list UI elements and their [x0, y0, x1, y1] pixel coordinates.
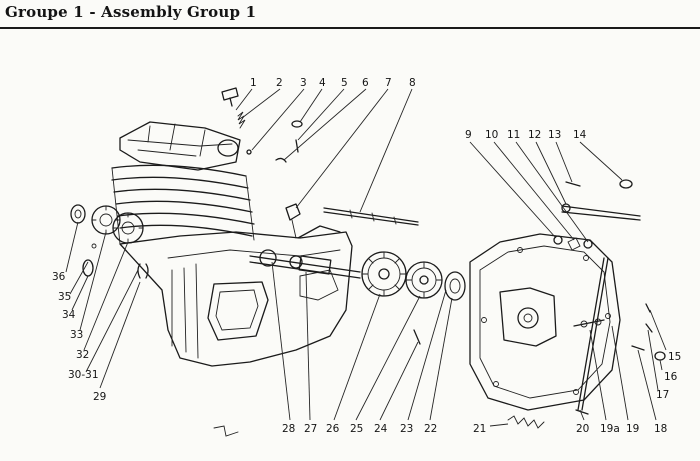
callout-4: 4 — [319, 77, 326, 89]
callout-28: 28 — [282, 423, 295, 435]
callout-5: 5 — [341, 77, 348, 89]
title-underline — [0, 27, 700, 29]
callout-2: 2 — [276, 77, 283, 89]
callout-3: 3 — [300, 77, 307, 89]
callout-19: 19 — [626, 423, 639, 435]
callout-24: 24 — [374, 423, 388, 435]
callout-9: 9 — [465, 129, 472, 141]
side-cover-drawing — [469, 233, 621, 411]
callout-23: 23 — [400, 423, 413, 435]
callout-19a: 19a — [600, 423, 620, 435]
callout-12: 12 — [528, 129, 541, 141]
callout-25: 25 — [350, 423, 363, 435]
callout-8: 8 — [409, 77, 416, 89]
callout-29: 29 — [93, 391, 106, 403]
callout-11: 11 — [507, 129, 520, 141]
callout-15: 15 — [668, 351, 681, 363]
callout-35: 35 — [58, 291, 71, 303]
callout-32: 32 — [76, 349, 89, 361]
callout-30-31: 30-31 — [68, 369, 99, 381]
callout-36: 36 — [52, 271, 66, 283]
gear-train-drawing — [249, 251, 466, 345]
callout-7: 7 — [385, 77, 392, 89]
callout-numbers: 1 2 3 4 5 6 7 8 9 10 11 12 13 14 15 16 1… — [52, 77, 681, 435]
callout-6: 6 — [362, 77, 369, 89]
long-shaft-drawing — [323, 207, 419, 226]
callout-13: 13 — [548, 129, 561, 141]
callout-14: 14 — [573, 129, 587, 141]
callout-21: 21 — [473, 423, 486, 435]
callout-26: 26 — [326, 423, 340, 435]
callout-33: 33 — [70, 329, 83, 341]
stamp-mark — [213, 425, 239, 437]
callout-10: 10 — [485, 129, 498, 141]
engine-crankcase-drawing — [111, 121, 353, 367]
levers-and-rods-drawing — [507, 179, 666, 429]
callout-20: 20 — [576, 423, 589, 435]
callout-leader-lines — [65, 88, 667, 427]
callout-17: 17 — [656, 389, 669, 401]
callout-22: 22 — [424, 423, 437, 435]
callout-16: 16 — [664, 371, 678, 383]
callout-27: 27 — [304, 423, 317, 435]
callout-1: 1 — [250, 77, 257, 89]
exploded-engine-diagram: 1 2 3 4 5 6 7 8 9 10 11 12 13 14 15 16 1… — [52, 77, 681, 437]
callout-34: 34 — [62, 309, 76, 321]
callout-18: 18 — [654, 423, 667, 435]
page-title: Groupe 1 - Assembly Group 1 — [5, 3, 257, 21]
